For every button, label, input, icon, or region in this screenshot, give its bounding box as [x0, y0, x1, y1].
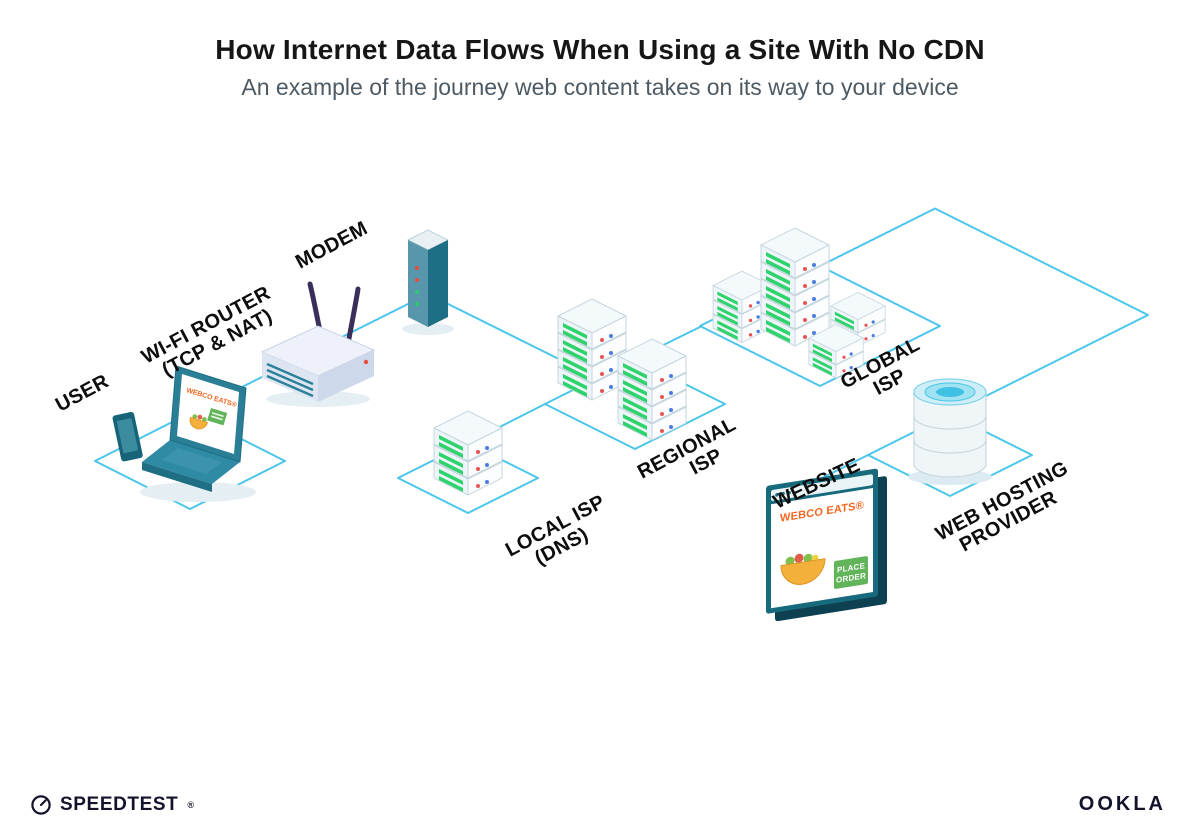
database-ring — [913, 415, 987, 430]
speedtest-gauge-icon — [31, 794, 51, 815]
label-local-isp: LOCAL ISP (DNS) — [502, 491, 609, 570]
database-top-core — [936, 387, 964, 397]
laptop-screen — [177, 374, 239, 454]
server-stack — [557, 298, 627, 401]
header: How Internet Data Flows When Using a Sit… — [0, 34, 1200, 102]
web-hosting-database — [908, 378, 992, 485]
ookla-logo: OOKLA — [1078, 793, 1166, 815]
speedtest-logo: SPEEDTEST ® — [30, 794, 195, 816]
user-laptop: WEBCO EATS® — [112, 365, 256, 502]
router-side — [318, 350, 374, 402]
browser-toolbar — [771, 474, 873, 501]
modem-side — [428, 240, 448, 327]
database-body — [913, 392, 987, 478]
laptop-taco-graphic — [189, 414, 209, 430]
router-vents — [266, 362, 314, 398]
modem-device — [402, 229, 454, 335]
website-taco-graphic — [780, 553, 826, 585]
website-window: WEBCO EATS® PLACE ORDER — [766, 468, 887, 622]
router-front — [262, 352, 318, 402]
laptop-order-button — [207, 408, 228, 426]
regional-isp-servers — [557, 298, 687, 441]
speedtest-trademark: ® — [187, 799, 195, 810]
modem-front — [408, 240, 428, 327]
place-order-button — [834, 556, 868, 589]
modem-shadow — [402, 323, 454, 335]
speedtest-wordmark: SPEEDTEST — [60, 793, 179, 815]
user-phone — [112, 411, 143, 462]
page-title: How Internet Data Flows When Using a Sit… — [215, 34, 985, 65]
router-led — [363, 359, 369, 365]
server-stack — [760, 227, 830, 347]
page-subtitle: An example of the journey web content ta… — [241, 74, 959, 101]
footer: SPEEDTEST ® OOKLA — [30, 793, 1166, 816]
label-modem: MODEM — [292, 217, 371, 273]
browser-window-dots — [775, 491, 791, 497]
label-user: USER — [52, 370, 113, 416]
server-stack — [617, 338, 687, 441]
connector-global-to-hosting — [819, 207, 1149, 415]
database-ring — [913, 439, 987, 454]
wifi-router — [260, 281, 376, 407]
laptop-shadow — [140, 482, 256, 502]
laptop-base-front — [142, 462, 212, 492]
modem-leds — [415, 266, 419, 306]
laptop-trackpad — [162, 448, 222, 474]
router-antenna-right — [345, 286, 361, 347]
local-isp-servers — [433, 410, 503, 496]
global-isp-servers — [712, 227, 886, 379]
